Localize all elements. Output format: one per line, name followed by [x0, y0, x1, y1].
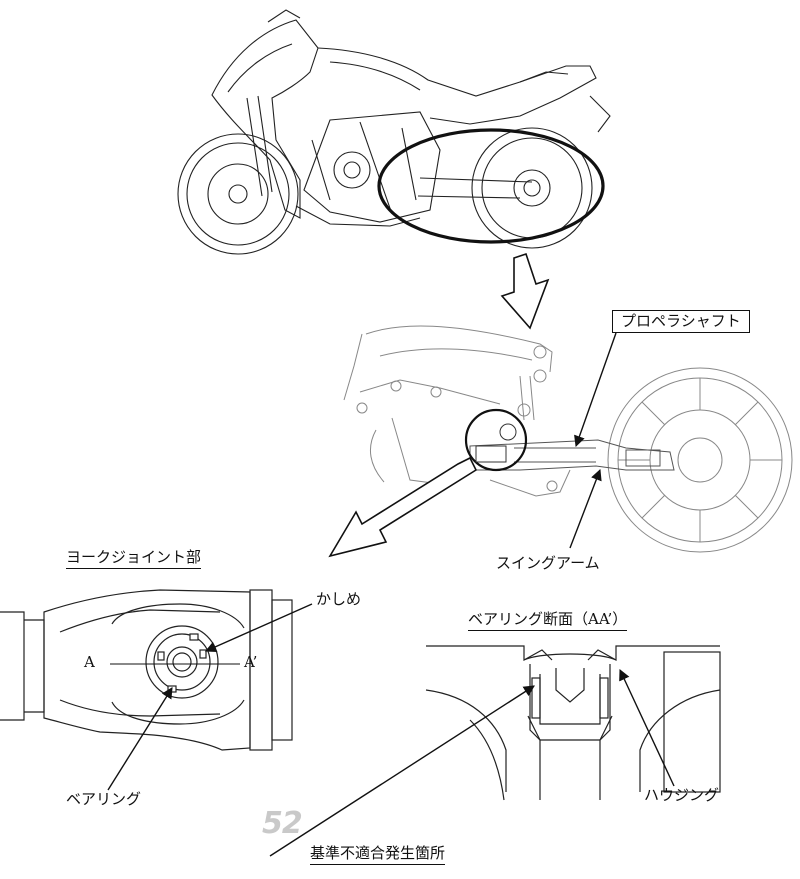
swing-arm-label: スイングアーム	[496, 554, 600, 572]
drivetrain-detail	[343, 325, 793, 553]
bearing-leader	[107, 687, 173, 791]
nonconformity-leader	[269, 685, 535, 857]
yoke-joint-section-drawing	[0, 589, 293, 751]
swing-arm-leader	[569, 468, 602, 549]
caulking-leader	[204, 603, 313, 653]
bearing-label: ベアリング	[66, 790, 142, 808]
yoke-joint-highlight	[464, 408, 528, 472]
housing-label: ハウジング	[644, 786, 720, 804]
propeller-shaft-leader	[574, 332, 617, 448]
bearing-section-drawing	[425, 645, 721, 801]
rear-wheel	[471, 127, 593, 249]
highlight-ellipse	[377, 128, 605, 244]
section-marker-a-prime: A’	[244, 653, 258, 671]
section-marker-a: A	[84, 653, 95, 671]
front-wheel	[177, 133, 299, 255]
propeller-shaft-label: プロペラシャフト	[612, 310, 750, 333]
zoom-arrow-lower	[328, 456, 478, 558]
yoke-joint-section-title: ヨークジョイント部	[66, 550, 202, 569]
housing-leader	[619, 668, 675, 787]
nonconformity-location-label: 基準不適合発生箇所	[310, 846, 446, 865]
bearing-section-title: ベアリング断面（AA’）	[468, 612, 628, 631]
motorcycle-illustration	[177, 9, 611, 255]
caulking-label: かしめ	[316, 590, 362, 608]
zoom-arrow-upper	[500, 252, 550, 330]
watermark: 52	[262, 806, 303, 841]
